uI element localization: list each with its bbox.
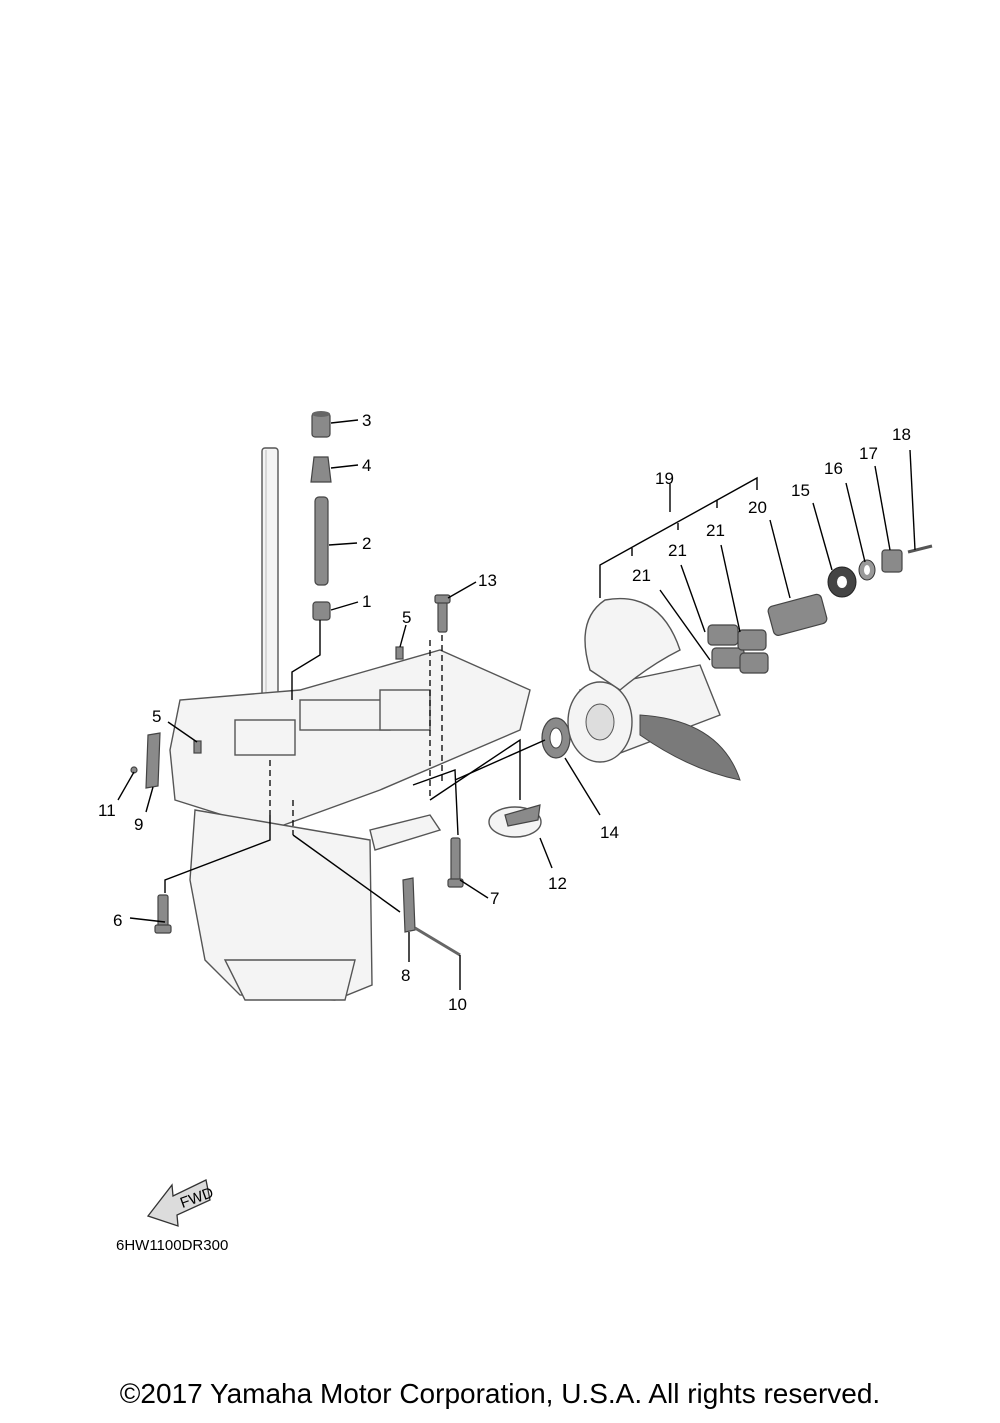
rubber-seal [310, 456, 332, 483]
callout-14: 14 [600, 823, 619, 842]
dowel-pin-upper [395, 646, 404, 660]
callout-8: 8 [401, 966, 410, 985]
damper-bushings [707, 624, 769, 674]
dowel-pin-left [193, 740, 202, 754]
callout-2: 2 [362, 534, 371, 553]
callout-5-upper: 5 [402, 608, 411, 627]
callout-1: 1 [362, 592, 371, 611]
thrust-washer [541, 717, 571, 759]
callout-17: 17 [859, 444, 878, 463]
callout-18: 18 [892, 425, 911, 444]
grommet [311, 411, 331, 438]
drive-shaft [261, 447, 279, 729]
diagram-code: 6HW1100DR300 [116, 1237, 228, 1254]
water-pipe [314, 496, 329, 586]
callout-5-left: 5 [152, 707, 161, 726]
callout-21-right: 21 [706, 521, 725, 540]
thin-washer [858, 559, 876, 581]
callout-3: 3 [362, 411, 371, 430]
callout-11: 11 [98, 801, 116, 820]
callout-9: 9 [134, 815, 143, 834]
spline-spacer [767, 593, 828, 636]
callout-21-left: 21 [632, 566, 651, 585]
bolt-6 [154, 894, 172, 934]
forward-arrow: FWD [146, 1179, 216, 1227]
trim-tab [488, 804, 542, 838]
anode-9 [145, 732, 161, 789]
propeller-nut [881, 549, 903, 573]
callout-20: 20 [748, 498, 767, 517]
callout-10: 10 [448, 995, 467, 1014]
callout-4: 4 [362, 456, 371, 475]
copyright-notice: ©2017 Yamaha Motor Corporation, U.S.A. A… [119, 1378, 881, 1409]
screw-10 [414, 926, 461, 957]
callout-21-middle: 21 [668, 541, 687, 560]
callout-16: 16 [824, 459, 843, 478]
leader-lines [117, 419, 916, 990]
lower-grommet [312, 601, 331, 621]
callout-13: 13 [478, 571, 497, 590]
cotter-pin [907, 544, 933, 554]
callout-15: 15 [791, 481, 810, 500]
fwd-label: FWD [178, 1184, 216, 1212]
bolt-7 [447, 837, 464, 888]
lower-casing [169, 649, 531, 1001]
callout-7: 7 [490, 889, 499, 908]
hidden-lines [269, 635, 443, 835]
washer [827, 566, 857, 598]
anode-8 [402, 877, 416, 933]
bolt-13 [434, 594, 451, 633]
callout-12: 12 [548, 874, 567, 893]
callout-6: 6 [113, 911, 122, 930]
propeller [567, 597, 741, 781]
callout-19: 19 [655, 469, 674, 488]
